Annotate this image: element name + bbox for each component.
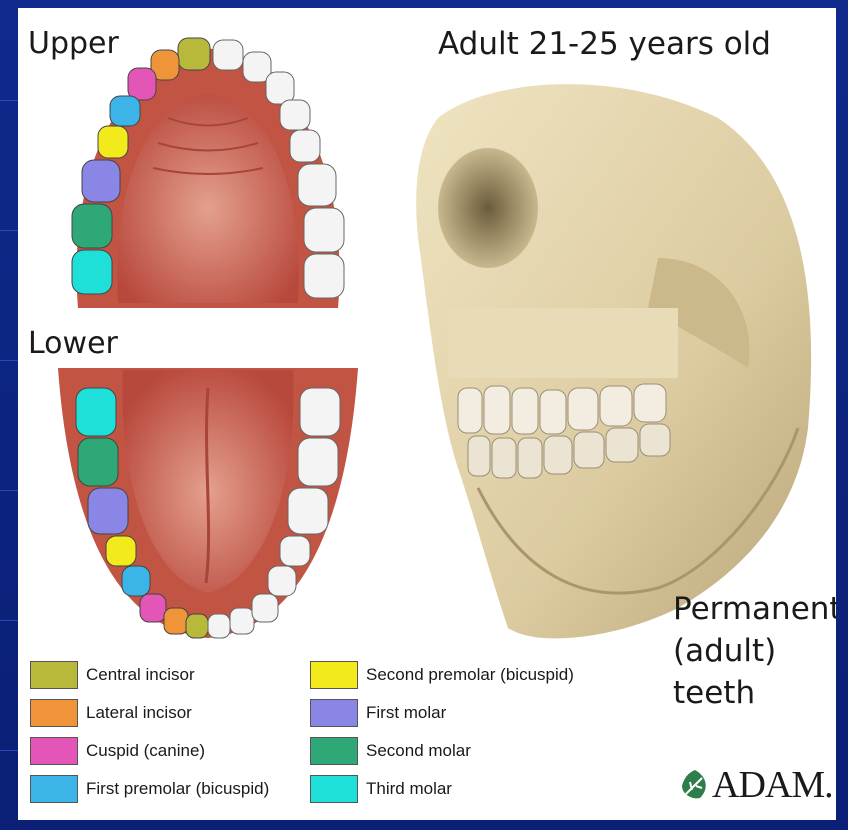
tooth-upper-cuspid [128,68,156,100]
tooth-lower-third-molar [76,388,116,436]
adam-logo-text: ADAM. [712,763,833,807]
tooth-white [230,608,254,634]
legend-swatch [30,737,78,765]
upper-label: Upper [28,26,119,61]
diagram-title: Adult 21-25 years old [438,26,771,62]
tooth-white [252,594,278,622]
legend-label: Second premolar (bicuspid) [366,665,574,685]
skull [416,84,811,638]
tooth-lower-second-premolar [106,536,136,566]
legend-swatch [310,699,358,727]
legend-swatch [30,775,78,803]
tooth-white [298,438,338,486]
legend-item: Lateral incisor [30,698,192,728]
tooth-lower-cuspid [140,594,166,622]
tooth-white [304,254,344,298]
diagram-frame: Upper Lower Adult 21-25 years old Perman… [18,8,836,820]
tooth-white [268,566,296,596]
legend-swatch [310,775,358,803]
legend-swatch [30,699,78,727]
tooth-lower-central-incisor [186,614,208,638]
caption-line: Permanent [673,588,836,630]
tooth-white [280,100,310,130]
tooth-white [288,488,328,534]
legend-label: Central incisor [86,665,195,685]
tooth-upper-second-molar [72,204,112,248]
tooth-white [300,388,340,436]
eye-orbit [438,148,538,268]
legend-item: Second molar [310,736,471,766]
tooth-upper-third-molar [72,250,112,294]
legend-item: Cuspid (canine) [30,736,205,766]
legend-item: First premolar (bicuspid) [30,774,269,804]
tooth-white [208,614,230,638]
caption-line: teeth [673,672,836,714]
tooth-white [280,536,310,566]
upper-arch [72,38,344,308]
tooth-upper-first-molar [82,160,120,202]
tooth-lower-first-premolar [122,566,150,596]
tooth-white [266,72,294,104]
adam-logo: ADAM. [678,763,833,807]
legend-label: Third molar [366,779,452,799]
legend-label: Lateral incisor [86,703,192,723]
legend-item: Central incisor [30,660,195,690]
tooth-upper-second-premolar [98,126,128,158]
legend-label: First molar [366,703,446,723]
lower-arch [58,368,358,638]
legend-item: Third molar [310,774,452,804]
tooth-lower-lateral-incisor [164,608,188,634]
tooth-upper-central-incisor [178,38,210,70]
tooth-white [298,164,336,206]
tooth-white [290,130,320,162]
tooth-white [304,208,344,252]
tooth-lower-second-molar [78,438,118,486]
legend-item: Second premolar (bicuspid) [310,660,574,690]
lower-label: Lower [28,326,118,361]
permanent-teeth-caption: Permanent (adult) teeth [673,588,836,714]
leaf-icon [678,768,712,802]
legend-label: Cuspid (canine) [86,741,205,761]
tooth-lower-first-molar [88,488,128,534]
legend-swatch [310,737,358,765]
legend-swatch [30,661,78,689]
legend-label: First premolar (bicuspid) [86,779,269,799]
legend-item: First molar [310,698,446,728]
maxilla [448,308,678,378]
tooth-upper-first-premolar [110,96,140,126]
tooth-white [213,40,243,70]
legend-label: Second molar [366,741,471,761]
caption-line: (adult) [673,630,836,672]
legend-swatch [310,661,358,689]
tooth-legend: Central incisor Lateral incisor Cuspid (… [30,660,650,810]
